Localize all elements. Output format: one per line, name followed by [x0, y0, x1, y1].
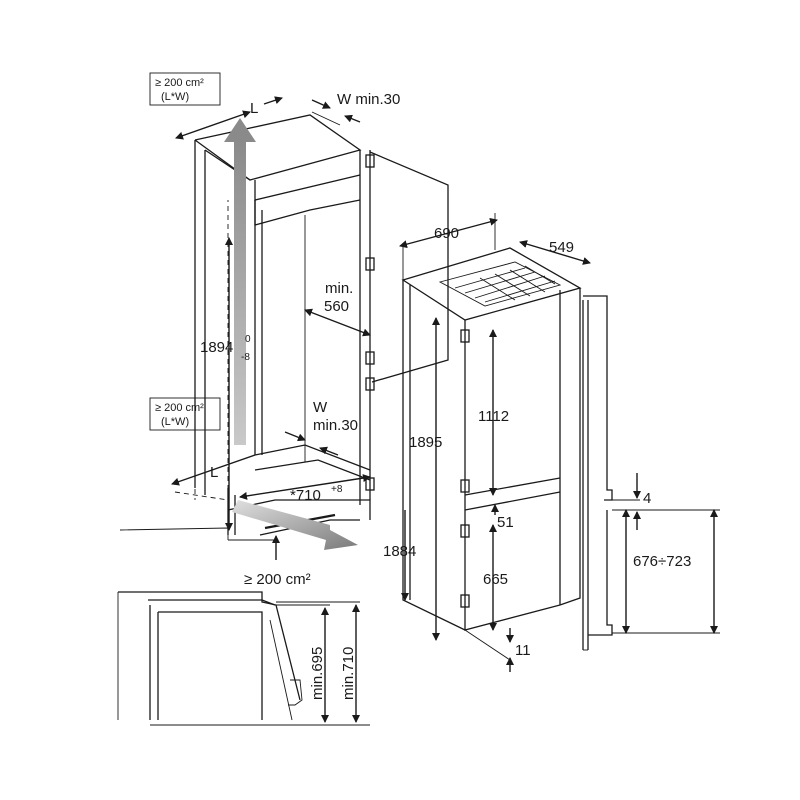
- dimension-min-695: min.695: [309, 607, 329, 723]
- h-4-label: 4: [643, 490, 651, 507]
- dimension-1884: 1884: [383, 510, 416, 601]
- w-690-label: 690: [434, 225, 459, 242]
- min-695-label: min.695: [309, 647, 326, 700]
- dimension-L-bottom: L: [171, 454, 256, 486]
- h-51-label: 51: [497, 514, 514, 531]
- W-mid-line1: W: [313, 399, 328, 416]
- depth-710-tol: +8: [331, 484, 343, 495]
- min-560-line2: 560: [324, 298, 349, 315]
- h-1894-label: 1894: [200, 339, 233, 356]
- h-665-label: 665: [483, 571, 508, 588]
- h-1894-tol-top: 0: [245, 334, 251, 345]
- dimension-11: 11: [464, 628, 531, 672]
- ventilation-box-top: ≥ 200 cm² (L*W): [149, 72, 221, 106]
- door-profile: [582, 295, 720, 651]
- L-top-label: L: [250, 100, 258, 117]
- vent-top-line1: ≥ 200 cm²: [155, 77, 204, 89]
- cabinet-niche: [119, 114, 449, 541]
- min-710-label: min.710: [340, 647, 357, 700]
- range-676-723-label: 676÷723: [633, 553, 691, 570]
- dimension-min-710: min.710: [340, 604, 360, 723]
- d-549-label: 549: [549, 239, 574, 256]
- dimension-1895: 1895: [409, 317, 442, 641]
- h-1884-label: 1884: [383, 543, 416, 560]
- h-11-label: 11: [515, 642, 531, 659]
- dimension-W-mid: W min.30: [284, 399, 358, 456]
- min-560-line1: min.: [325, 280, 353, 297]
- vent-mid-line1: ≥ 200 cm²: [155, 402, 204, 414]
- dimension-W-top: W min.30: [311, 91, 400, 126]
- dimension-min-560: min. 560: [304, 280, 371, 337]
- depth-710-label: *710: [290, 487, 321, 504]
- h-1112-label: 1112: [478, 408, 509, 425]
- dimension-676-723: 676÷723: [622, 509, 718, 634]
- L-bottom-label: L: [210, 464, 218, 481]
- appliance: [401, 247, 582, 631]
- dimension-4: 4: [633, 473, 651, 530]
- dimension-665: 665: [483, 524, 508, 631]
- vent-mid-line2: (L*W): [161, 416, 189, 428]
- inset-detail: [117, 591, 370, 726]
- vent-top-line2: (L*W): [161, 91, 189, 103]
- W-mid-line2: min.30: [313, 417, 358, 434]
- dimension-51: 51: [491, 504, 514, 531]
- W-top-label: W min.30: [337, 91, 400, 108]
- dimension-1894: 1894 0 -8: [200, 237, 251, 531]
- dimension-1112: 1112: [478, 329, 509, 496]
- vent-bottom-label: ≥ 200 cm²: [244, 571, 311, 588]
- dimension-549: 549: [519, 239, 591, 265]
- dimension-710: *710 +8: [239, 474, 371, 504]
- dimension-L-top: L: [175, 96, 283, 140]
- ventilation-box-mid: ≥ 200 cm² (L*W): [149, 397, 221, 431]
- h-1894-tol-bot: -8: [241, 352, 250, 363]
- h-1895-label: 1895: [409, 434, 442, 451]
- dimension-690: 690: [399, 213, 498, 280]
